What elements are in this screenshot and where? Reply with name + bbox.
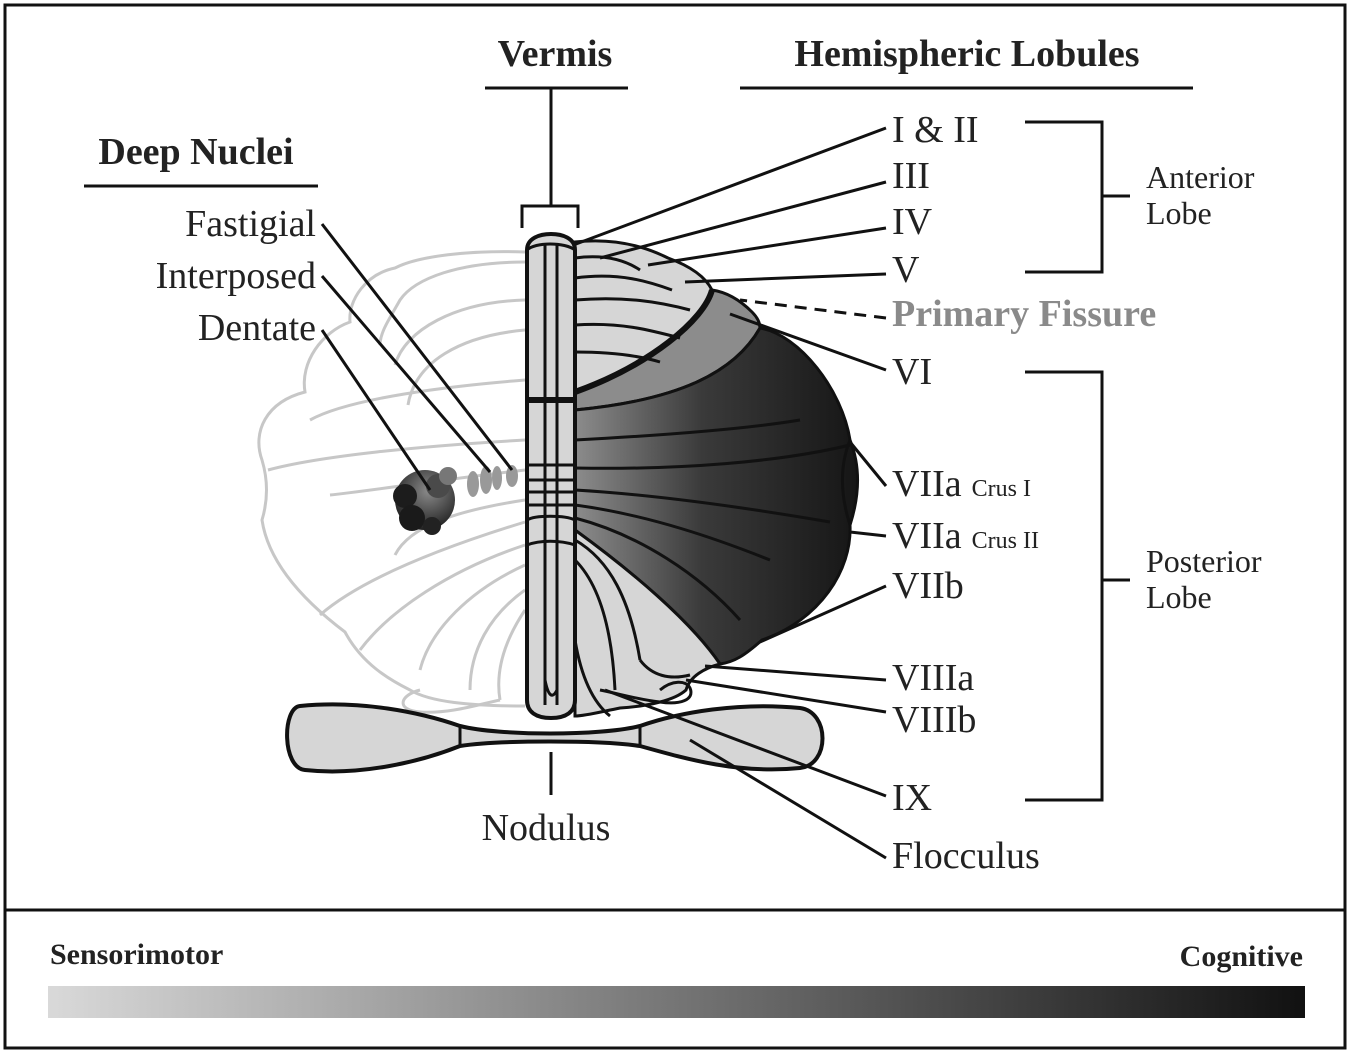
interposed-label: Interposed	[156, 255, 316, 297]
lobule-i-ii-label: I & II	[892, 109, 979, 151]
deep-nuclei-header: Deep Nuclei	[98, 131, 293, 173]
primary-fissure-label: Primary Fissure	[892, 293, 1156, 335]
posterior-lobe-bracket	[1025, 372, 1130, 800]
sensorimotor-label: Sensorimotor	[50, 938, 223, 971]
dentate-label: Dentate	[198, 307, 316, 349]
lobule-v-label: V	[892, 249, 920, 291]
nodulus-label: Nodulus	[482, 807, 611, 849]
anterior-lobe-bracket	[1025, 122, 1130, 272]
lobule-iv-label: IV	[892, 201, 933, 243]
vermis-header: Vermis	[498, 33, 613, 75]
posterior-lobe-label-1: Posterior	[1146, 543, 1262, 579]
deep-nuclei-left	[393, 465, 518, 535]
interposed-nucleus	[467, 471, 479, 497]
sensorimotor-cognitive-gradient	[48, 986, 1305, 1018]
lobule-ix-label: IX	[892, 777, 932, 819]
flocculus-label: Flocculus	[892, 835, 1040, 877]
lobule-vi-label: VI	[892, 351, 932, 393]
fastigial-label: Fastigial	[185, 203, 316, 245]
vermis	[527, 234, 575, 718]
lobule-viiia-label: VIIIa	[892, 657, 974, 699]
posterior-lobe-label-2: Lobe	[1146, 579, 1212, 615]
lobule-viib-label: VIIb	[892, 565, 964, 607]
lobule-viiib-label: VIIIb	[892, 699, 976, 741]
hemispheric-lobules-header: Hemispheric Lobules	[794, 33, 1139, 75]
anterior-lobe-label-2: Lobe	[1146, 195, 1212, 231]
anterior-lobe-label-1: Anterior	[1146, 159, 1255, 195]
lobule-iii-label: III	[892, 155, 930, 197]
right-hemisphere	[575, 241, 858, 716]
cognitive-label: Cognitive	[1180, 940, 1303, 973]
